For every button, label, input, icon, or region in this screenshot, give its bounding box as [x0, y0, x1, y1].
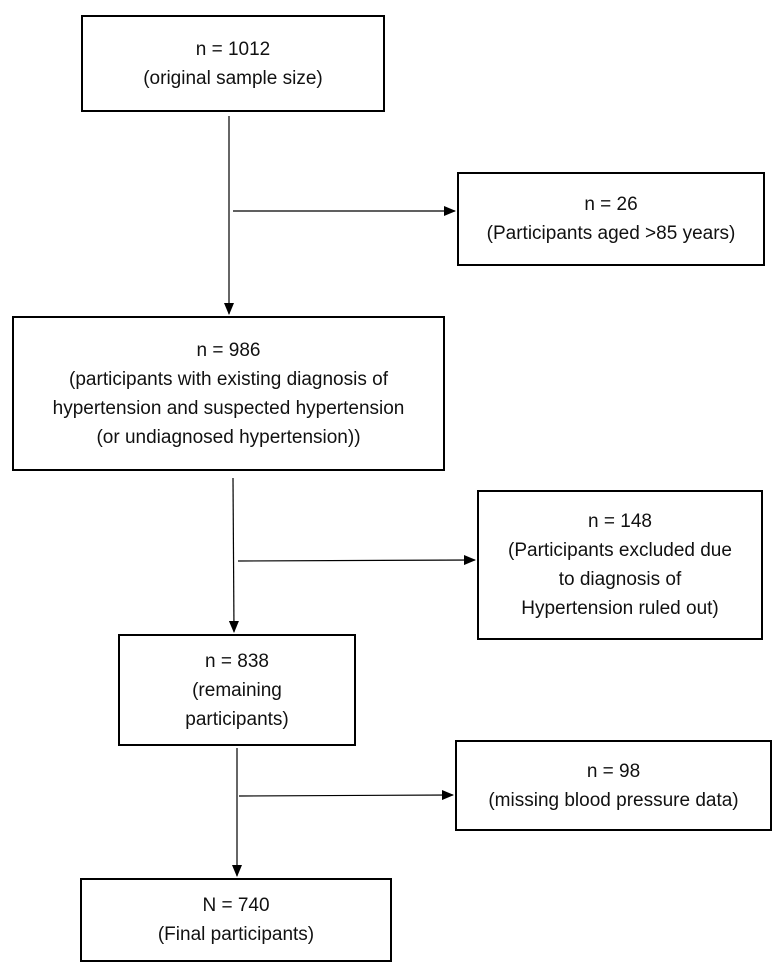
excluded-ruled-out-count: n = 148	[588, 511, 652, 532]
original-count: n = 1012	[195, 38, 271, 60]
remaining-label-line-2: participants)	[185, 708, 289, 730]
final-label: (Final participants)	[157, 924, 315, 945]
box-remaining: n = 838 (remaining participants)	[118, 634, 356, 746]
box-excluded-ruled-out: n = 148 (Participants excluded due to di…	[477, 490, 763, 640]
original-label: (original sample size)	[143, 67, 323, 89]
remaining-label-line-1: (remaining	[192, 679, 282, 701]
excluded-ruled-out-line-2: to diagnosis of	[558, 569, 682, 590]
box-excluded-missing: n = 98 (missing blood pressure data)	[455, 740, 772, 831]
excluded-ruled-out-line-1: (Participants excluded due	[508, 540, 732, 561]
final-count: N = 740	[202, 895, 270, 916]
excluded-age-count: n = 26	[584, 194, 638, 215]
arrow-to-excluded-ruled-out	[237, 555, 476, 566]
arrow-hypertension-to-remaining	[228, 477, 239, 633]
excluded-age-label: (Participants aged >85 years)	[486, 223, 736, 244]
hypertension-label-line-3: (or undiagnosed hypertension))	[96, 426, 361, 448]
hypertension-count: n = 986	[196, 339, 261, 361]
arrow-to-excluded-missing	[238, 790, 454, 801]
excluded-missing-label: (missing blood pressure data)	[488, 789, 739, 811]
hypertension-label-line-1: (participants with existing diagnosis of	[69, 368, 388, 390]
box-excluded-age: n = 26 (Participants aged >85 years)	[457, 172, 765, 266]
box-final-participants: N = 740 (Final participants)	[80, 878, 392, 962]
excluded-ruled-out-line-3: Hypertension ruled out)	[521, 598, 719, 619]
hypertension-label-line-2: hypertension and suspected hypertension	[52, 397, 405, 419]
excluded-missing-count: n = 98	[586, 760, 641, 782]
box-original-sample: n = 1012 (original sample size)	[81, 15, 385, 112]
remaining-count: n = 838	[205, 650, 269, 672]
box-hypertension: n = 986 (participants with existing diag…	[12, 316, 445, 471]
